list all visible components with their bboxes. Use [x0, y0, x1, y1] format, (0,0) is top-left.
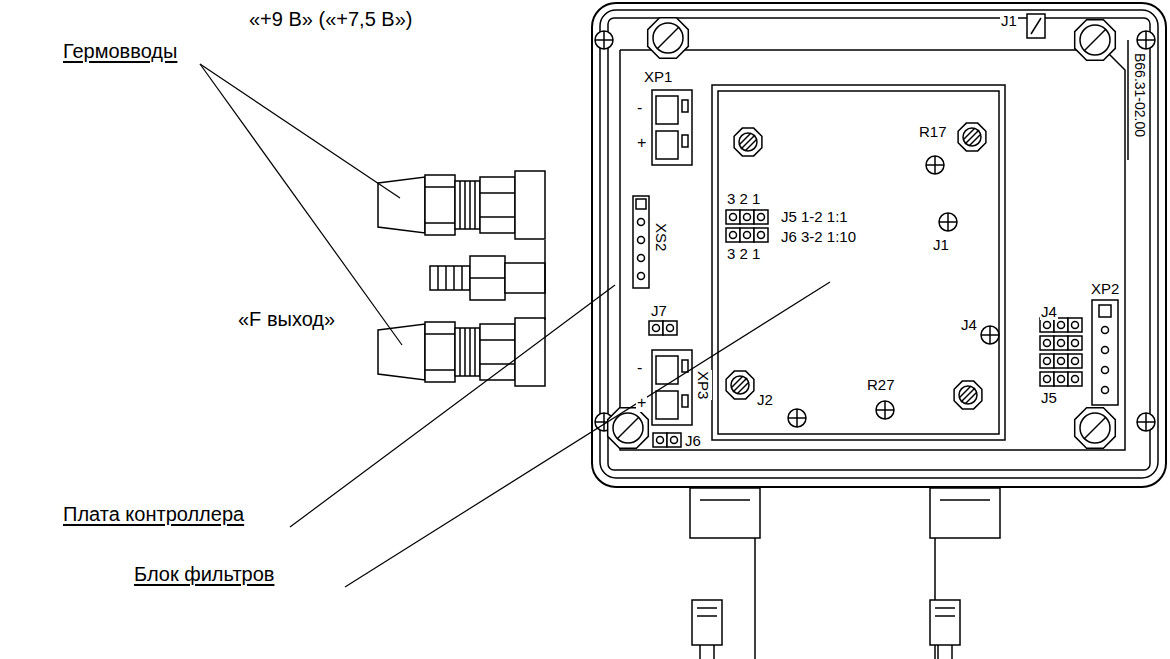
polarity-mark: -: [636, 359, 643, 377]
jumper-name: J4: [1040, 303, 1058, 320]
connector-name: XP2: [1090, 280, 1120, 297]
jumper-name: J7: [650, 302, 668, 319]
jumper-name: J6: [684, 432, 702, 449]
jumper-name: J1: [932, 236, 950, 253]
callout-label: Блок фильтров: [133, 563, 275, 586]
connector-name: XP3: [695, 370, 712, 400]
test-point-name: J2: [756, 391, 774, 408]
polarity-mark: +: [636, 134, 647, 152]
signal-name: «F выход»: [237, 308, 336, 331]
jumper-setting: J5 1-2 1:1: [780, 208, 849, 225]
pin-numbers: 3 2 1: [726, 190, 761, 207]
leader-line: [345, 282, 830, 587]
part-number: B66.31-02.00: [1132, 52, 1148, 138]
test-point-name: R27: [866, 376, 896, 393]
polarity-mark: -: [636, 99, 643, 117]
connector-name: XP1: [643, 68, 673, 85]
callout-label: Гермовводы: [62, 40, 178, 63]
leader-line: [200, 64, 402, 345]
polarity-mark: +: [636, 394, 647, 412]
pin-numbers: 3 2 1: [726, 245, 761, 262]
connector-name: XS2: [653, 222, 670, 252]
jumper-setting: J6 3-2 1:10: [780, 228, 857, 245]
leader-line: [290, 285, 615, 527]
jumper-name: J1: [1000, 12, 1018, 29]
jumper-name: J4: [960, 316, 978, 333]
test-point-name: R17: [918, 123, 948, 140]
jumper-name: J5: [1040, 389, 1058, 406]
leader-line: [200, 64, 400, 198]
signal-name: «+9 В» («+7,5 В»): [248, 8, 413, 31]
callout-label: Плата контроллера: [62, 503, 245, 526]
